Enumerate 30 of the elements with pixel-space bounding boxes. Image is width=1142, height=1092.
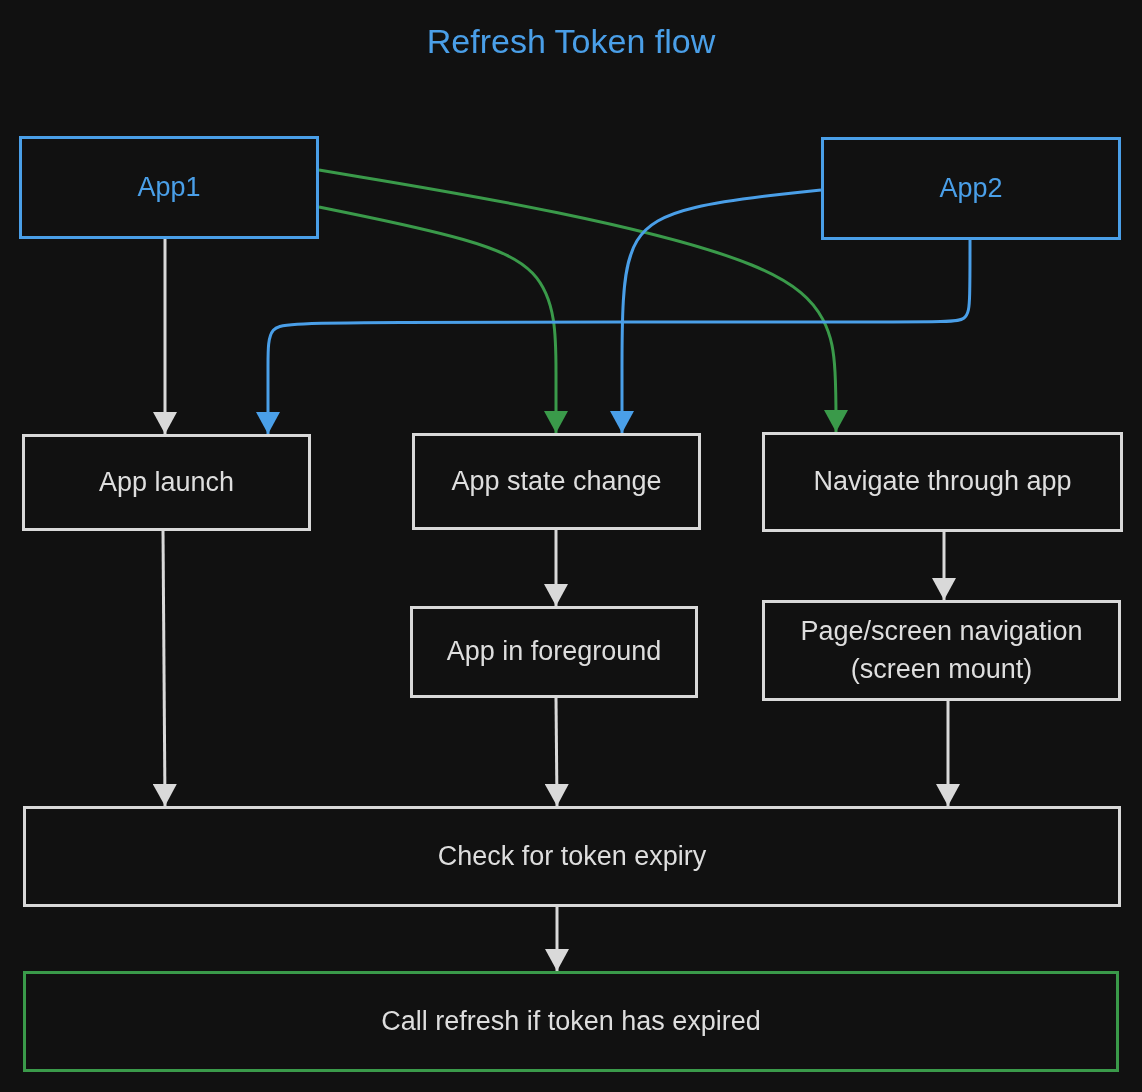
arrow <box>318 168 848 432</box>
diagram-title: Refresh Token flow <box>426 22 716 60</box>
process-box <box>762 600 1121 701</box>
arrow <box>545 907 569 971</box>
process-box <box>762 432 1123 532</box>
arrow <box>932 532 956 600</box>
process-box <box>19 136 319 239</box>
node-label: App in foreground <box>446 635 662 669</box>
arrow <box>256 240 972 434</box>
process-box <box>412 433 701 530</box>
node-label: Navigate through app <box>813 465 1072 499</box>
process-box <box>23 971 1119 1072</box>
process-box <box>410 606 698 698</box>
arrow <box>153 239 177 434</box>
arrow <box>152 531 177 806</box>
node-label: Page/screen navigation (screen mount) <box>799 614 1084 686</box>
process-box <box>22 434 311 531</box>
node-label: App launch <box>98 465 235 499</box>
node-label: Call refresh if token has expired <box>381 1004 761 1038</box>
arrow <box>544 698 569 806</box>
process-box <box>23 806 1121 907</box>
arrow <box>936 701 960 806</box>
arrow <box>544 530 568 606</box>
process-box <box>821 137 1121 240</box>
node-label: App state change <box>451 464 662 498</box>
node-label: App1 <box>137 170 201 204</box>
node-label: App2 <box>939 171 1003 205</box>
arrow <box>318 205 568 433</box>
node-label: Check for token expiry <box>437 839 707 873</box>
arrow <box>610 188 822 433</box>
